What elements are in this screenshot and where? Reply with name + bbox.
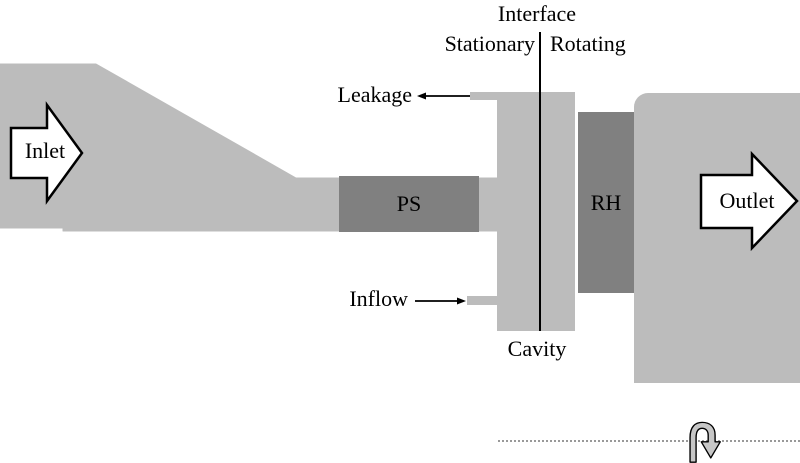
outlet-duct-body [634, 93, 800, 383]
outlet-arrow-icon [699, 150, 799, 252]
leakage-label: Leakage [337, 82, 413, 107]
inflow-label: Inflow [349, 286, 408, 311]
interface-label: Interface [497, 1, 577, 26]
inflow-arrow-icon [415, 297, 466, 305]
ps-label: PS [396, 191, 422, 216]
stationary-label: Stationary [444, 31, 535, 56]
cavity-wall-column [497, 92, 575, 331]
axis-centerline [498, 440, 800, 442]
inlet-arrow-icon [9, 101, 84, 205]
rh-block: RH [578, 112, 634, 293]
ps-seal-block: PS [339, 176, 479, 232]
outlet-label: Outlet [719, 188, 775, 213]
interface-line [539, 32, 541, 331]
inflow-slot [467, 296, 497, 305]
leakage-arrow-icon [417, 92, 470, 100]
rotating-label: Rotating [550, 31, 626, 56]
leakage-slot [470, 92, 497, 100]
cavity-label: Cavity [507, 336, 567, 361]
inlet-label: Inlet [24, 138, 66, 163]
rh-label: RH [590, 189, 622, 215]
rotation-icon [689, 421, 721, 463]
